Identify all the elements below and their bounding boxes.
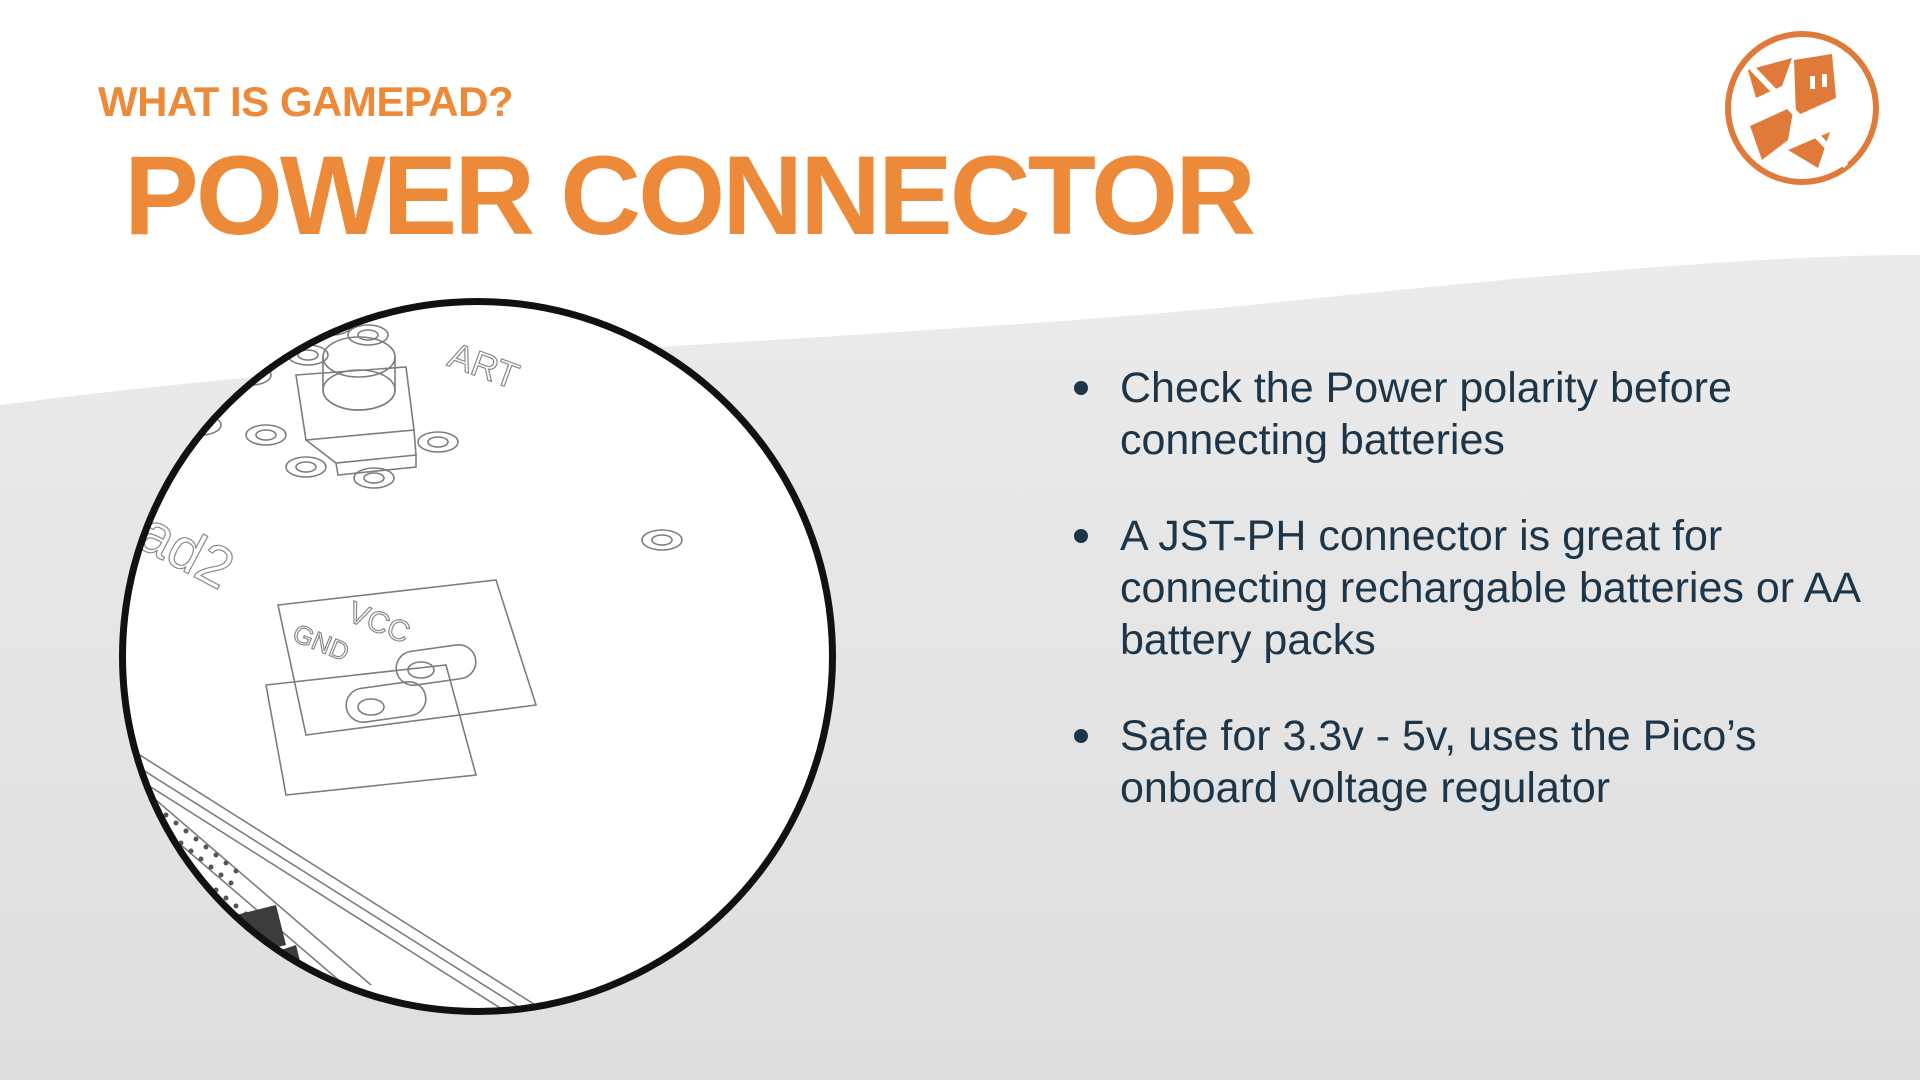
bullet-dot xyxy=(1074,729,1088,743)
bullet-list: Check the Power polarity before connecti… xyxy=(1070,362,1890,858)
bullet-item: Safe for 3.3v - 5v, uses the Pico’s onbo… xyxy=(1070,710,1890,814)
castle-mascot-icon xyxy=(1725,31,1879,185)
section-subtitle: WHAT IS GAMEPAD? xyxy=(98,78,514,125)
bullet-dot xyxy=(1074,381,1088,395)
bullet-text: A JST-PH connector is great for connecti… xyxy=(1120,512,1859,664)
bullet-item: A JST-PH connector is great for connecti… xyxy=(1070,510,1890,666)
bullet-dot xyxy=(1074,529,1088,543)
pcb-zoom-illustration: VCC GND pad2 ART xyxy=(119,298,836,1015)
page-title: POWER CONNECTOR xyxy=(124,133,1256,258)
bullet-text: Safe for 3.3v - 5v, uses the Pico’s onbo… xyxy=(1120,712,1757,812)
bullet-item: Check the Power polarity before connecti… xyxy=(1070,362,1890,466)
bullet-text: Check the Power polarity before connecti… xyxy=(1120,364,1732,464)
